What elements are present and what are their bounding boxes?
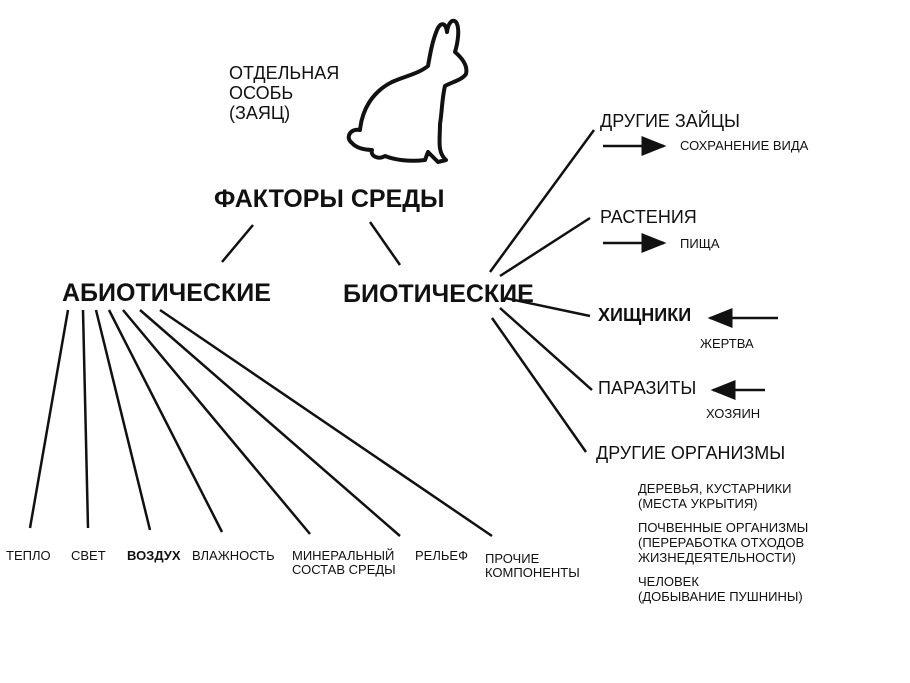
note-line: ПОЧВЕННЫЕ ОРГАНИЗМЫ <box>638 519 809 535</box>
note-line: ЖИЗНЕДЕЯТЕЛЬНОСТИ) <box>638 549 796 565</box>
line-parasites <box>499 307 593 391</box>
line-teplo <box>28 309 70 529</box>
abiotic-label: АБИОТИЧЕСКИЕ <box>62 279 271 307</box>
biotic-predators: ХИЩНИКИ <box>598 305 692 325</box>
abiotic-item: РЕЛЬЕФ <box>415 548 468 563</box>
individual-line: ОСОБЬ <box>229 82 294 103</box>
abiotic-item: ПРОЧИЕ КОМПОНЕНТЫ <box>485 551 580 581</box>
note-line: (ДОБЫВАНИЕ ПУШНИНЫ) <box>638 588 803 604</box>
line-to-biotic <box>368 221 402 266</box>
abiotic-item-line: ПРОЧИЕ <box>485 551 540 566</box>
biotic-plants: РАСТЕНИЯ <box>600 207 697 227</box>
abiotic-item: МИНЕРАЛЬНЫЙ СОСТАВ СРЕДЫ <box>292 548 396 578</box>
abiotic-item-line: МИНЕРАЛЬНЫЙ <box>292 548 395 563</box>
line-relief <box>139 309 401 537</box>
line-other <box>159 308 493 538</box>
other-organisms-notes: ДЕРЕВЬЯ, КУСТАРНИКИ (МЕСТА УКРЫТИЯ) ПОЧВ… <box>638 482 808 613</box>
abiotic-item: ВЛАЖНОСТЬ <box>192 548 275 563</box>
biotic-predators-note: ЖЕРТВА <box>700 336 754 351</box>
line-mineral <box>122 309 311 535</box>
note-line: (ПЕРЕРАБОТКА ОТХОДОВ <box>638 534 805 550</box>
line-to-abiotic <box>221 224 254 263</box>
line-svet <box>81 309 90 529</box>
biotic-parasites: ПАРАЗИТЫ <box>598 378 697 398</box>
biotic-other-hares: ДРУГИЕ ЗАЙЦЫ <box>600 111 740 131</box>
individual-line: (ЗАЯЦ) <box>229 102 291 123</box>
biotic-plants-note: ПИЩА <box>680 236 720 251</box>
line-predators <box>504 296 591 318</box>
line-vlazhnost <box>107 309 224 533</box>
line-vozduh <box>94 309 152 531</box>
abiotic-item: ВОЗДУХ <box>127 548 181 563</box>
connector-lines <box>28 129 778 538</box>
biotic-other-organisms: ДРУГИЕ ОРГАНИЗМЫ <box>596 443 786 463</box>
line-plants <box>499 216 591 278</box>
hare-silhouette <box>346 18 469 164</box>
abiotic-item-line: КОМПОНЕНТЫ <box>485 565 580 581</box>
note-line: (МЕСТА УКРЫТИЯ) <box>638 495 758 511</box>
biotic-label: БИОТИЧЕСКИЕ <box>343 280 534 308</box>
abiotic-item: СВЕТ <box>71 548 106 563</box>
title: ФАКТОРЫ СРЕДЫ <box>214 185 445 213</box>
note-line: ЧЕЛОВЕК <box>638 573 699 589</box>
biotic-parasites-note: ХОЗЯИН <box>706 406 761 421</box>
abiotic-item-line: СОСТАВ СРЕДЫ <box>292 562 396 578</box>
line-other-hares <box>488 129 596 273</box>
individual-label: ОТДЕЛЬНАЯ ОСОБЬ (ЗАЯЦ) <box>229 63 340 123</box>
individual-line: ОТДЕЛЬНАЯ <box>229 63 340 83</box>
biotic-other-hares-note: СОХРАНЕНИЕ ВИДА <box>680 138 809 153</box>
abiotic-item: ТЕПЛО <box>6 548 51 563</box>
line-other-organisms <box>490 317 588 453</box>
note-line: ДЕРЕВЬЯ, КУСТАРНИКИ <box>638 482 792 496</box>
